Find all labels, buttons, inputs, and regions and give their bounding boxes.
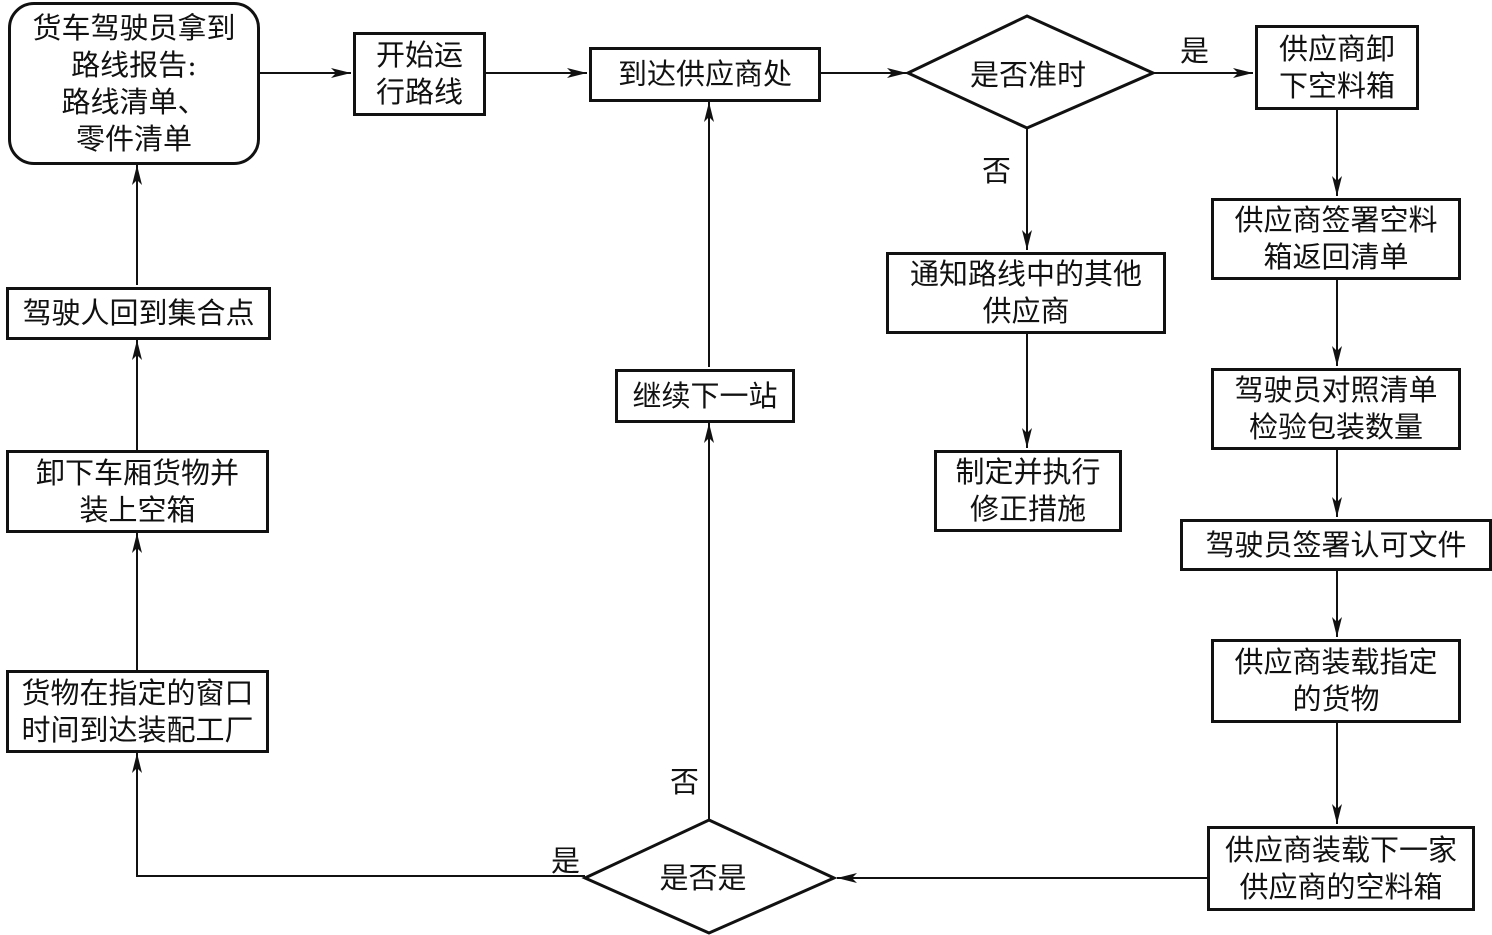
node-text-line: 驾驶员签署认可文件 [1205, 527, 1467, 562]
supplier-load-goods-node: 供应商装载指定的货物 [1211, 639, 1461, 723]
driver-return-assembly-node: 驾驶人回到集合点 [6, 287, 271, 340]
supplier-unload-empty-node: 供应商卸下空料箱 [1255, 25, 1419, 110]
node-text-line: 供应商 [982, 294, 1070, 328]
supplier-load-next-empty-node: 供应商装载下一家供应商的空料箱 [1207, 826, 1475, 911]
corrective-action-node: 制定并执行修正措施 [934, 450, 1122, 532]
node-text-line: 装上空箱 [79, 492, 196, 527]
edge-label-on-time-no: 否 [982, 154, 1012, 188]
node-text-line: 供应商装载下一家 [1224, 832, 1457, 867]
node-text-line: 开始运 [375, 38, 463, 72]
node-text-line: 制定并执行 [955, 455, 1101, 489]
driver-sign-document-node: 驾驶员签署认可文件 [1180, 519, 1492, 571]
node-text-line: 供应商卸 [1278, 31, 1395, 66]
node-text-line: 是否是 [659, 861, 747, 895]
driver-check-quantity-node: 驾驶员对照清单检验包装数量 [1211, 368, 1461, 450]
edge-decision-yes-to-plant [132, 753, 585, 877]
node-text-line: 卸下车厢货物并 [35, 455, 239, 490]
continue-next-stop-node: 继续下一站 [615, 369, 795, 423]
node-text-line: 行路线 [375, 75, 463, 109]
node-text-line: 货物在指定的窗口 [21, 675, 254, 710]
node-text-line: 的货物 [1292, 682, 1380, 716]
node-text-line: 供应商装载指定 [1234, 645, 1438, 679]
node-text-line: 下空料箱 [1278, 68, 1395, 103]
node-text-line: 检验包装数量 [1248, 410, 1423, 444]
node-text-line: 路线清单、 [61, 84, 207, 119]
edge-label-decision-no: 否 [670, 765, 700, 799]
yes-no-decision-label: 是否是 [659, 855, 746, 897]
node-text-line: 通知路线中的其他 [909, 257, 1142, 291]
node-text-line: 供应商签署空料 [1234, 203, 1438, 237]
node-text-line: 到达供应商处 [617, 57, 792, 91]
yes-no-decision-diamond [581, 818, 838, 935]
notify-other-suppliers-node: 通知路线中的其他供应商 [886, 252, 1166, 334]
node-text-line: 驾驶员对照清单 [1234, 373, 1438, 407]
node-text-line: 继续下一站 [632, 378, 778, 413]
node-text-line: 修正措施 [969, 492, 1086, 526]
edge-label-decision-yes: 是 [551, 844, 581, 878]
on-time-decision-diamond [904, 14, 1157, 130]
unload-and-load-empty-node: 卸下车厢货物并装上空箱 [6, 450, 269, 533]
node-text-line: 箱返回清单 [1263, 240, 1409, 274]
supplier-sign-return-list-node: 供应商签署空料箱返回清单 [1211, 198, 1461, 280]
driver-gets-report-node: 货车驾驶员拿到路线报告:路线清单、零件清单 [8, 2, 260, 165]
start-route-node: 开始运行路线 [353, 32, 486, 116]
arrive-supplier-node: 到达供应商处 [589, 47, 821, 102]
edge-label-on-time-yes: 是 [1180, 34, 1210, 68]
node-text-line: 货车驾驶员拿到 [32, 10, 236, 45]
node-text-line: 时间到达装配工厂 [21, 712, 254, 747]
node-text-line: 零件清单 [75, 121, 192, 156]
node-text-line: 供应商的空料箱 [1239, 869, 1443, 904]
node-text-line: 是否准时 [969, 58, 1087, 92]
node-text-line: 驾驶人回到集合点 [22, 296, 255, 330]
goods-arrive-plant-node: 货物在指定的窗口时间到达装配工厂 [6, 670, 269, 753]
on-time-decision-label: 是否准时 [970, 52, 1086, 94]
node-text-line: 路线报告: [71, 47, 197, 82]
